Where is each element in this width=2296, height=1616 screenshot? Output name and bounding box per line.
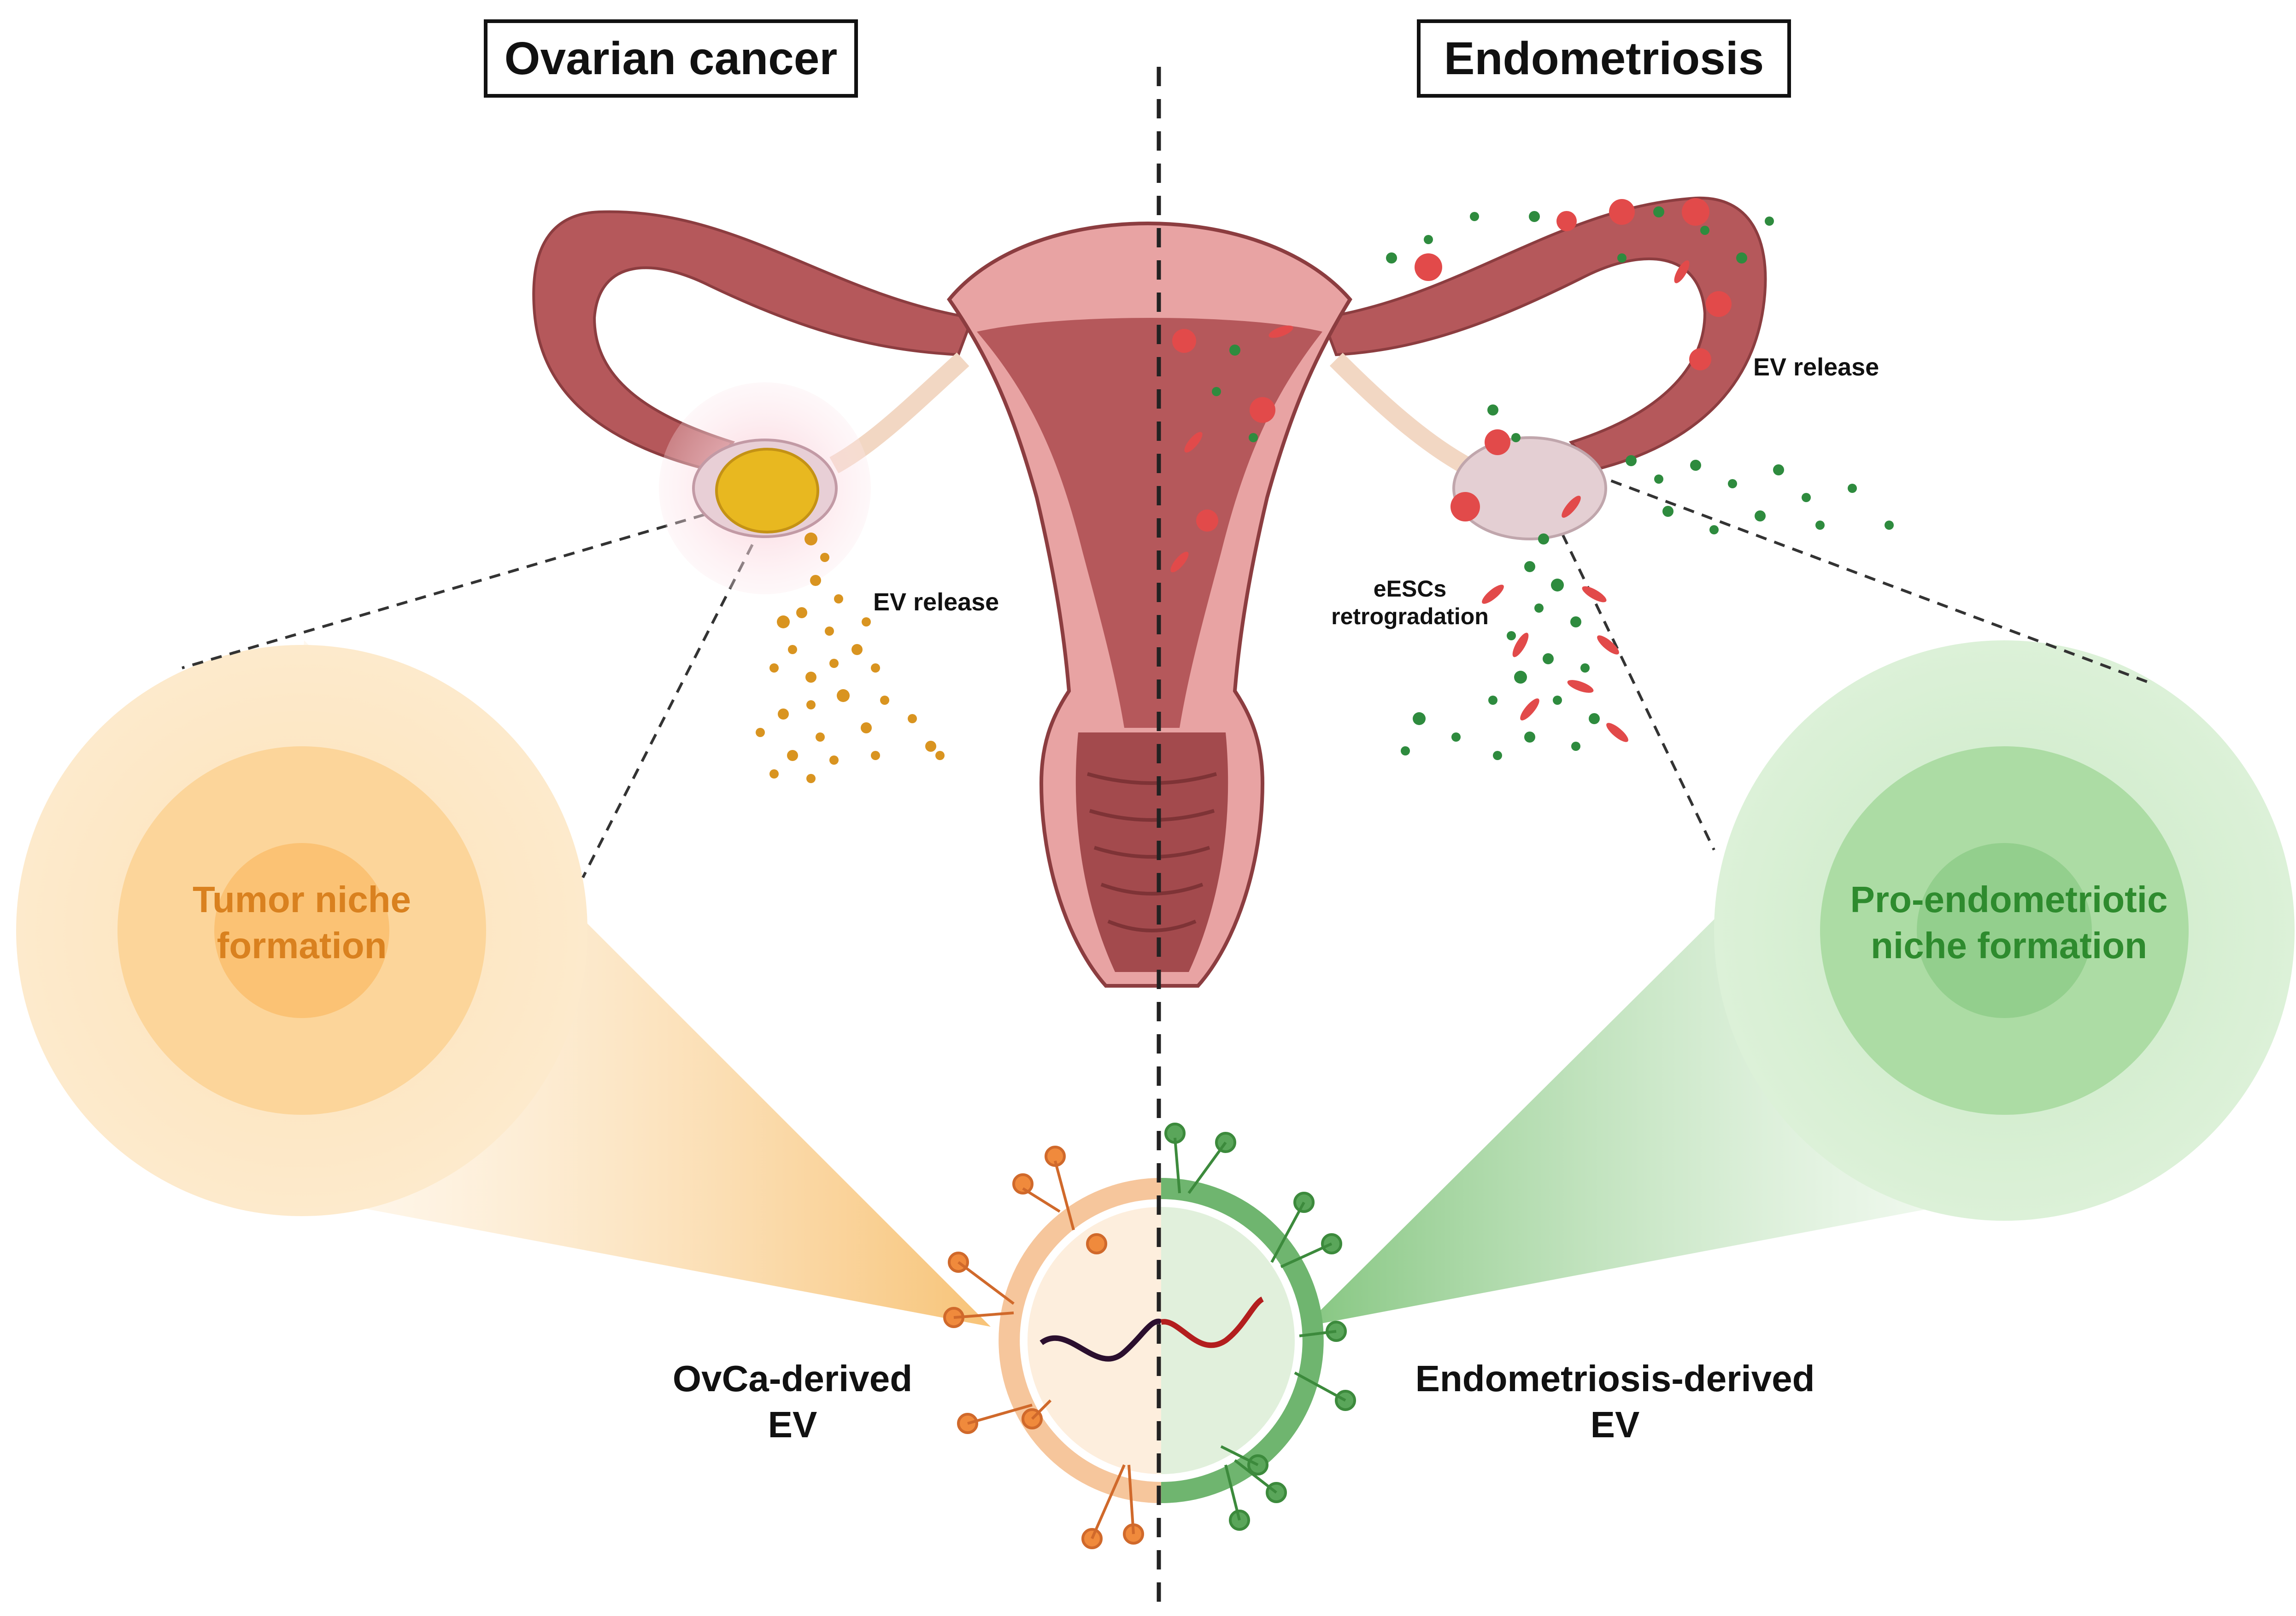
endo-ev-particles [1212, 206, 1894, 760]
right-ovarian-ligament [1329, 352, 1470, 474]
escs-label-2: retrogradation [1331, 603, 1489, 629]
title-ovarian-cancer: Ovarian cancer [484, 19, 858, 98]
rna-strand-left [1039, 1318, 1163, 1362]
ovca-ev-particles [756, 533, 945, 783]
tumor-mass [715, 448, 819, 533]
cervix [1075, 732, 1228, 972]
ev-release-left-label: EV release [873, 588, 999, 616]
endometriotic-lesions [1170, 198, 1732, 742]
rna-strand-right [1160, 1296, 1264, 1348]
title-ovarian-cancer-text: Ovarian cancer [504, 32, 838, 84]
tumor-niche-label-2: formation [217, 925, 387, 966]
ovca-ev-label-1: OvCa-derived [673, 1358, 912, 1399]
uterus-illustration [532, 196, 1767, 988]
endo-ev-label-2: EV [1591, 1404, 1640, 1445]
endo-ev-membrane [1161, 1178, 1324, 1503]
ovca-ev-label-2: EV [768, 1404, 817, 1445]
right-ovary [1452, 436, 1607, 540]
pro-endometriotic-niche-circles [1714, 640, 2295, 1221]
tumor-niche-circles [16, 645, 587, 1216]
title-endometriosis: Endometriosis [1417, 19, 1791, 98]
escs-label-1: eESCs [1374, 576, 1446, 602]
right-fallopian-tube [1320, 196, 1767, 472]
pro-niche-label-1: Pro-endometriotic [1850, 879, 2168, 920]
endo-ev-label-1: Endometriosis-derived [1415, 1358, 1815, 1399]
pro-niche-label-2: niche formation [1871, 925, 2147, 966]
ovca-ev-membrane [998, 1178, 1162, 1503]
uterine-cavity [977, 318, 1322, 728]
ev-release-right-label: EV release [1753, 353, 1879, 381]
tumor-niche-label-1: Tumor niche [193, 879, 411, 920]
title-endometriosis-text: Endometriosis [1444, 32, 1764, 84]
left-ovary [659, 382, 871, 594]
ev-vesicle [943, 1123, 1356, 1549]
